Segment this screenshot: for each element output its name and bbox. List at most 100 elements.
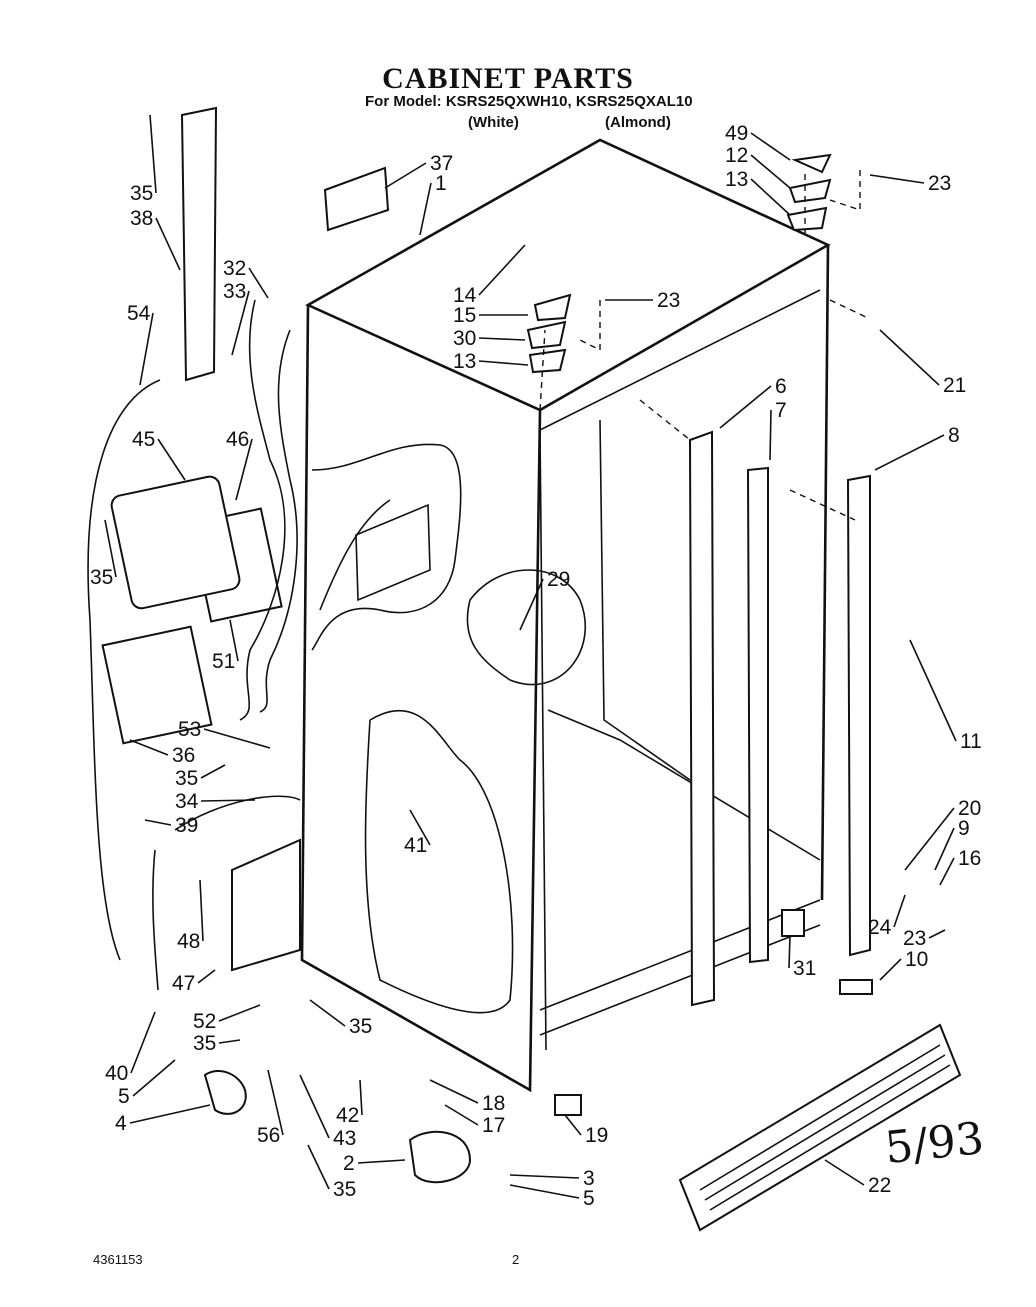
callout-label: 42	[336, 1104, 359, 1127]
callout-label: 5	[583, 1187, 595, 1210]
callout-leader-line	[157, 438, 186, 481]
callout-label: 8	[948, 424, 960, 447]
callout-label: 30	[453, 327, 476, 350]
callout-leader-line	[824, 1159, 865, 1186]
callout-label: 3	[583, 1167, 595, 1190]
callout-label: 12	[725, 144, 748, 167]
callout-leader-line	[199, 879, 204, 942]
callout-leader-line	[307, 1144, 330, 1190]
callout-label: 16	[958, 847, 981, 870]
callout-label: 35	[130, 182, 153, 205]
callout-leader-line	[384, 162, 427, 189]
callout-label: 13	[453, 350, 476, 373]
callout-leader-line	[564, 1114, 582, 1136]
callout-leader-line	[309, 999, 346, 1027]
callout-leader-line	[139, 312, 154, 386]
model-line: For Model: KSRS25QXWH10, KSRS25QXAL10	[365, 93, 693, 110]
callout-leader-line	[104, 519, 117, 578]
variant-white-label: (White)	[468, 114, 519, 131]
callout-label: 20	[958, 797, 981, 820]
document-number: 4361153	[93, 1252, 143, 1267]
callout-leader-line	[934, 827, 955, 871]
callout-leader-line	[788, 934, 791, 969]
callout-leader-line	[750, 132, 791, 161]
door-strips	[180, 106, 871, 1007]
callout-leader-line	[750, 178, 791, 216]
callout-label: 40	[105, 1062, 128, 1085]
callout-leader-line	[129, 739, 169, 756]
callout-label: 37	[430, 152, 453, 175]
callout-leader-line	[519, 578, 544, 631]
callout-leader-line	[235, 438, 253, 501]
guide-lines	[539, 170, 869, 521]
callout-leader-line	[248, 267, 269, 299]
callout-leader-line	[879, 329, 940, 386]
callout-leader-line	[203, 728, 271, 749]
callout-label: 45	[132, 428, 155, 451]
callout-leader-line	[129, 1104, 211, 1124]
callout-leader-line	[299, 1074, 330, 1139]
callout-label: 31	[793, 957, 816, 980]
callout-leader-line	[750, 154, 791, 189]
callout-label: 14	[453, 284, 477, 307]
callout-label: 23	[657, 289, 680, 312]
callout-leader-line	[231, 290, 250, 356]
small-parts	[101, 153, 962, 1232]
callout-leader-line	[874, 434, 945, 471]
callout-label: 29	[547, 568, 570, 591]
callout-label: 7	[775, 399, 787, 422]
callout-leader-line	[509, 1174, 580, 1179]
callout-label: 54	[127, 302, 151, 325]
callout-leader-line	[444, 1104, 479, 1126]
callout-leader-line	[429, 1079, 479, 1104]
callout-label: 38	[130, 207, 153, 230]
callout-label: 35	[333, 1178, 356, 1201]
callout-label: 36	[172, 744, 195, 767]
callout-leader-line	[359, 1079, 363, 1116]
callout-leader-line	[719, 385, 772, 429]
callout-leader-line	[478, 360, 529, 366]
callout-label: 10	[905, 948, 928, 971]
callout-label: 56	[257, 1124, 280, 1147]
callout-label: 35	[193, 1032, 216, 1055]
callout-leader-line	[144, 819, 172, 826]
callout-leader-line	[149, 114, 157, 194]
callout-label: 41	[404, 834, 427, 857]
callout-label: 15	[453, 304, 476, 327]
callout-leader-line	[769, 409, 772, 461]
callout-label: 6	[775, 375, 787, 398]
callout-leader-line	[218, 1004, 261, 1022]
callout-label: 2	[343, 1152, 355, 1175]
callout-leader-line	[132, 1059, 176, 1097]
callout-label: 9	[958, 817, 970, 840]
callout-label: 13	[725, 168, 748, 191]
page-number: 2	[512, 1252, 520, 1267]
wire-harness	[87, 299, 301, 991]
callout-leader-line	[879, 958, 902, 981]
callout-leader-line	[939, 857, 955, 886]
callout-leader-line	[419, 182, 432, 236]
callout-label: 11	[960, 730, 982, 753]
callout-label: 23	[928, 172, 951, 195]
callout-label: 5	[118, 1085, 130, 1108]
callout-label: 34	[175, 790, 199, 813]
callout-leader-line	[130, 1011, 156, 1074]
cabinet-body	[300, 138, 831, 1093]
page-title: CABINET PARTS	[382, 62, 634, 95]
callout-leader-line	[869, 174, 925, 184]
callout-leader-line	[200, 799, 256, 802]
callout-leader-line	[267, 1069, 284, 1136]
callout-leader-line	[409, 809, 431, 846]
callout-label: 51	[212, 650, 235, 673]
callout-leader-line	[909, 639, 957, 742]
callout-leader-line	[218, 1039, 241, 1044]
callout-label: 19	[585, 1124, 608, 1147]
callout-label: 49	[725, 122, 748, 145]
callout-leader-line	[155, 217, 181, 271]
callout-label: 48	[177, 930, 200, 953]
callout-label: 22	[868, 1174, 891, 1197]
callout-label: 47	[172, 972, 195, 995]
callout-label: 23	[903, 927, 926, 950]
